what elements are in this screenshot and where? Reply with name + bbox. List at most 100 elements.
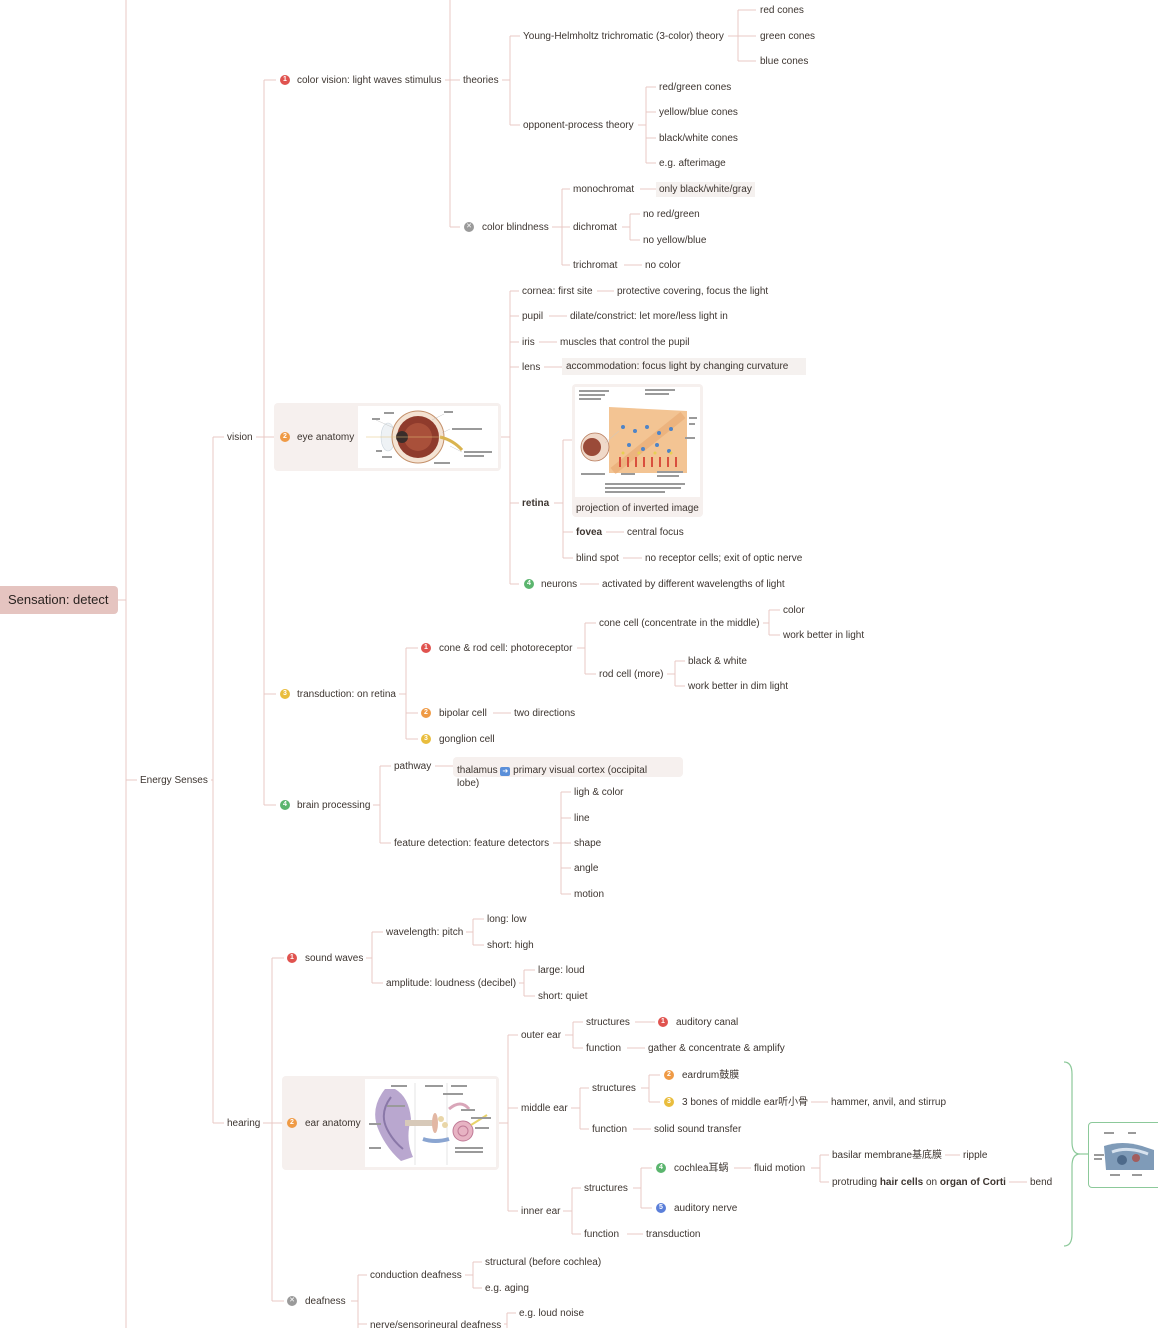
node-no-yellow-blue[interactable]: no yellow/blue <box>640 233 710 248</box>
node-ear-anatomy[interactable]: ear anatomy <box>305 1118 361 1129</box>
node-no-red-green[interactable]: no red/green <box>640 207 703 222</box>
node-cornea-desc[interactable]: protective covering, focus the light <box>614 284 772 299</box>
root-node[interactable]: Sensation: detect <box>0 586 118 614</box>
node-vision[interactable]: vision <box>224 430 256 445</box>
node-brain-processing[interactable]: brain processing <box>294 798 374 813</box>
node-blind-spot-desc[interactable]: no receptor cells; exit of optic nerve <box>642 551 806 566</box>
node-color-vision[interactable]: color vision: light waves stimulus <box>294 73 445 88</box>
node-pupil-desc[interactable]: dilate/constrict: let more/less light in <box>567 309 731 324</box>
node-gather[interactable]: gather & concentrate & amplify <box>645 1041 788 1056</box>
node-bend[interactable]: bend <box>1027 1175 1056 1190</box>
node-blind-spot[interactable]: blind spot <box>573 551 622 566</box>
node-cornea[interactable]: cornea: first site <box>519 284 596 299</box>
node-thalamus-box[interactable] <box>453 757 683 777</box>
node-fovea-desc[interactable]: central focus <box>624 525 687 540</box>
node-rod-cell[interactable]: rod cell (more) <box>596 667 667 682</box>
node-lens-desc[interactable]: accommodation: focus light by changing c… <box>562 358 807 375</box>
node-fluid-motion[interactable]: fluid motion <box>751 1161 809 1176</box>
node-amplitude[interactable]: amplitude: loudness (decibel) <box>383 976 520 991</box>
node-yellow-blue-cones[interactable]: yellow/blue cones <box>656 105 741 120</box>
node-green-cones[interactable]: green cones <box>757 29 819 44</box>
node-shape[interactable]: shape <box>571 836 605 851</box>
node-monochromat[interactable]: monochromat <box>570 182 638 197</box>
node-middle-ear[interactable]: middle ear <box>518 1101 571 1116</box>
node-iris-desc[interactable]: muscles that control the pupil <box>557 335 693 350</box>
node-ganglion[interactable]: gonglion cell <box>436 732 498 747</box>
node-outer-structures[interactable]: structures <box>583 1015 633 1030</box>
node-transduction[interactable]: transduction: on retina <box>294 687 399 702</box>
node-solid-sound[interactable]: solid sound transfer <box>651 1122 745 1137</box>
node-short-quiet[interactable]: short: quiet <box>535 989 591 1004</box>
node-hammer[interactable]: hammer, anvil, and stirrup <box>828 1095 950 1110</box>
node-transduction-hearing[interactable]: transduction <box>643 1227 704 1242</box>
node-fovea[interactable]: fovea <box>573 525 606 540</box>
node-auditory-canal[interactable]: auditory canal <box>673 1015 742 1030</box>
node-iris[interactable]: iris <box>519 335 538 350</box>
node-inner-function[interactable]: function <box>581 1227 623 1242</box>
node-conduction-deafness[interactable]: conduction deafness <box>367 1268 465 1283</box>
node-short-high[interactable]: short: high <box>484 938 537 953</box>
node-middle-structures[interactable]: structures <box>589 1081 639 1096</box>
node-work-dim[interactable]: work better in dim light <box>685 679 792 694</box>
node-neurons[interactable]: neurons <box>538 577 581 592</box>
node-wavelength[interactable]: wavelength: pitch <box>383 925 467 940</box>
node-long-low[interactable]: long: low <box>484 912 530 927</box>
node-blue-cones[interactable]: blue cones <box>757 54 812 69</box>
node-motion[interactable]: motion <box>571 887 608 902</box>
node-red-cones[interactable]: red cones <box>757 3 807 18</box>
thalamus-label: thalamus <box>457 765 498 776</box>
node-neurons-desc[interactable]: activated by different wavelengths of li… <box>599 577 788 592</box>
node-trichromat[interactable]: trichromat <box>570 258 621 273</box>
node-light-color[interactable]: ligh & color <box>571 785 627 800</box>
node-pathway[interactable]: pathway <box>391 759 435 774</box>
node-theories[interactable]: theories <box>460 73 502 88</box>
node-cochlea[interactable]: cochlea耳蜗 <box>671 1161 732 1176</box>
priority-3-icon: 3 <box>280 689 290 699</box>
node-structural[interactable]: structural (before cochlea) <box>482 1255 605 1270</box>
node-aging[interactable]: e.g. aging <box>482 1281 532 1296</box>
node-opponent-process[interactable]: opponent-process theory <box>520 118 637 133</box>
node-cone-cell[interactable]: cone cell (concentrate in the middle) <box>596 616 763 631</box>
node-young-helmholtz[interactable]: Young-Helmholtz trichromatic (3-color) t… <box>520 29 727 44</box>
node-sound-waves[interactable]: sound waves <box>302 951 367 966</box>
node-bipolar[interactable]: bipolar cell <box>436 706 490 721</box>
node-pupil[interactable]: pupil <box>519 309 547 324</box>
node-hearing[interactable]: hearing <box>224 1116 264 1131</box>
node-outer-function[interactable]: function <box>583 1041 625 1056</box>
node-only-bw[interactable]: only black/white/gray <box>656 182 755 197</box>
node-loud-noise[interactable]: e.g. loud noise <box>516 1306 588 1321</box>
node-feature-detection[interactable]: feature detection: feature detectors <box>391 836 553 851</box>
node-color-blindness[interactable]: color blindness <box>479 220 552 235</box>
node-deafness[interactable]: deafness <box>302 1294 349 1309</box>
node-large-loud[interactable]: large: loud <box>535 963 588 978</box>
node-inner-structures[interactable]: structures <box>581 1181 631 1196</box>
node-ripple[interactable]: ripple <box>960 1148 991 1163</box>
node-retina[interactable]: retina <box>519 496 553 511</box>
node-inner-ear[interactable]: inner ear <box>518 1204 564 1219</box>
node-no-color[interactable]: no color <box>642 258 684 273</box>
node-middle-function[interactable]: function <box>589 1122 631 1137</box>
node-nerve-deafness[interactable]: nerve/sensorineural deafness <box>367 1318 505 1333</box>
node-color[interactable]: color <box>780 603 808 618</box>
node-lens[interactable]: lens <box>519 360 544 375</box>
node-outer-ear[interactable]: outer ear <box>518 1028 565 1043</box>
node-eardrum[interactable]: eardrum鼓膜 <box>679 1068 743 1083</box>
node-thalamus[interactable]: thalamus ➜ primary visual cortex (occipi… <box>454 763 660 791</box>
node-hair-cells[interactable]: protruding hair cells on organ of Corti <box>829 1175 1009 1190</box>
node-red-green-cones[interactable]: red/green cones <box>656 80 735 95</box>
node-line[interactable]: line <box>571 811 593 826</box>
node-auditory-nerve[interactable]: auditory nerve <box>671 1201 741 1216</box>
node-angle[interactable]: angle <box>571 861 602 876</box>
node-cone-rod[interactable]: cone & rod cell: photoreceptor <box>436 641 576 656</box>
node-black-white[interactable]: black & white <box>685 654 750 669</box>
node-eye-anatomy[interactable]: eye anatomy <box>297 432 355 443</box>
node-bones[interactable]: 3 bones of middle ear听小骨 <box>679 1095 812 1110</box>
node-energy-senses[interactable]: Energy Senses <box>137 773 211 788</box>
node-work-light[interactable]: work better in light <box>780 628 868 643</box>
node-afterimage[interactable]: e.g. afterimage <box>656 156 729 171</box>
node-projection[interactable]: projection of inverted image <box>576 503 699 514</box>
node-dichromat[interactable]: dichromat <box>570 220 620 235</box>
node-basilar[interactable]: basilar membrane基底膜 <box>829 1148 946 1163</box>
node-black-white-cones[interactable]: black/white cones <box>656 131 741 146</box>
node-two-directions[interactable]: two directions <box>511 706 579 721</box>
